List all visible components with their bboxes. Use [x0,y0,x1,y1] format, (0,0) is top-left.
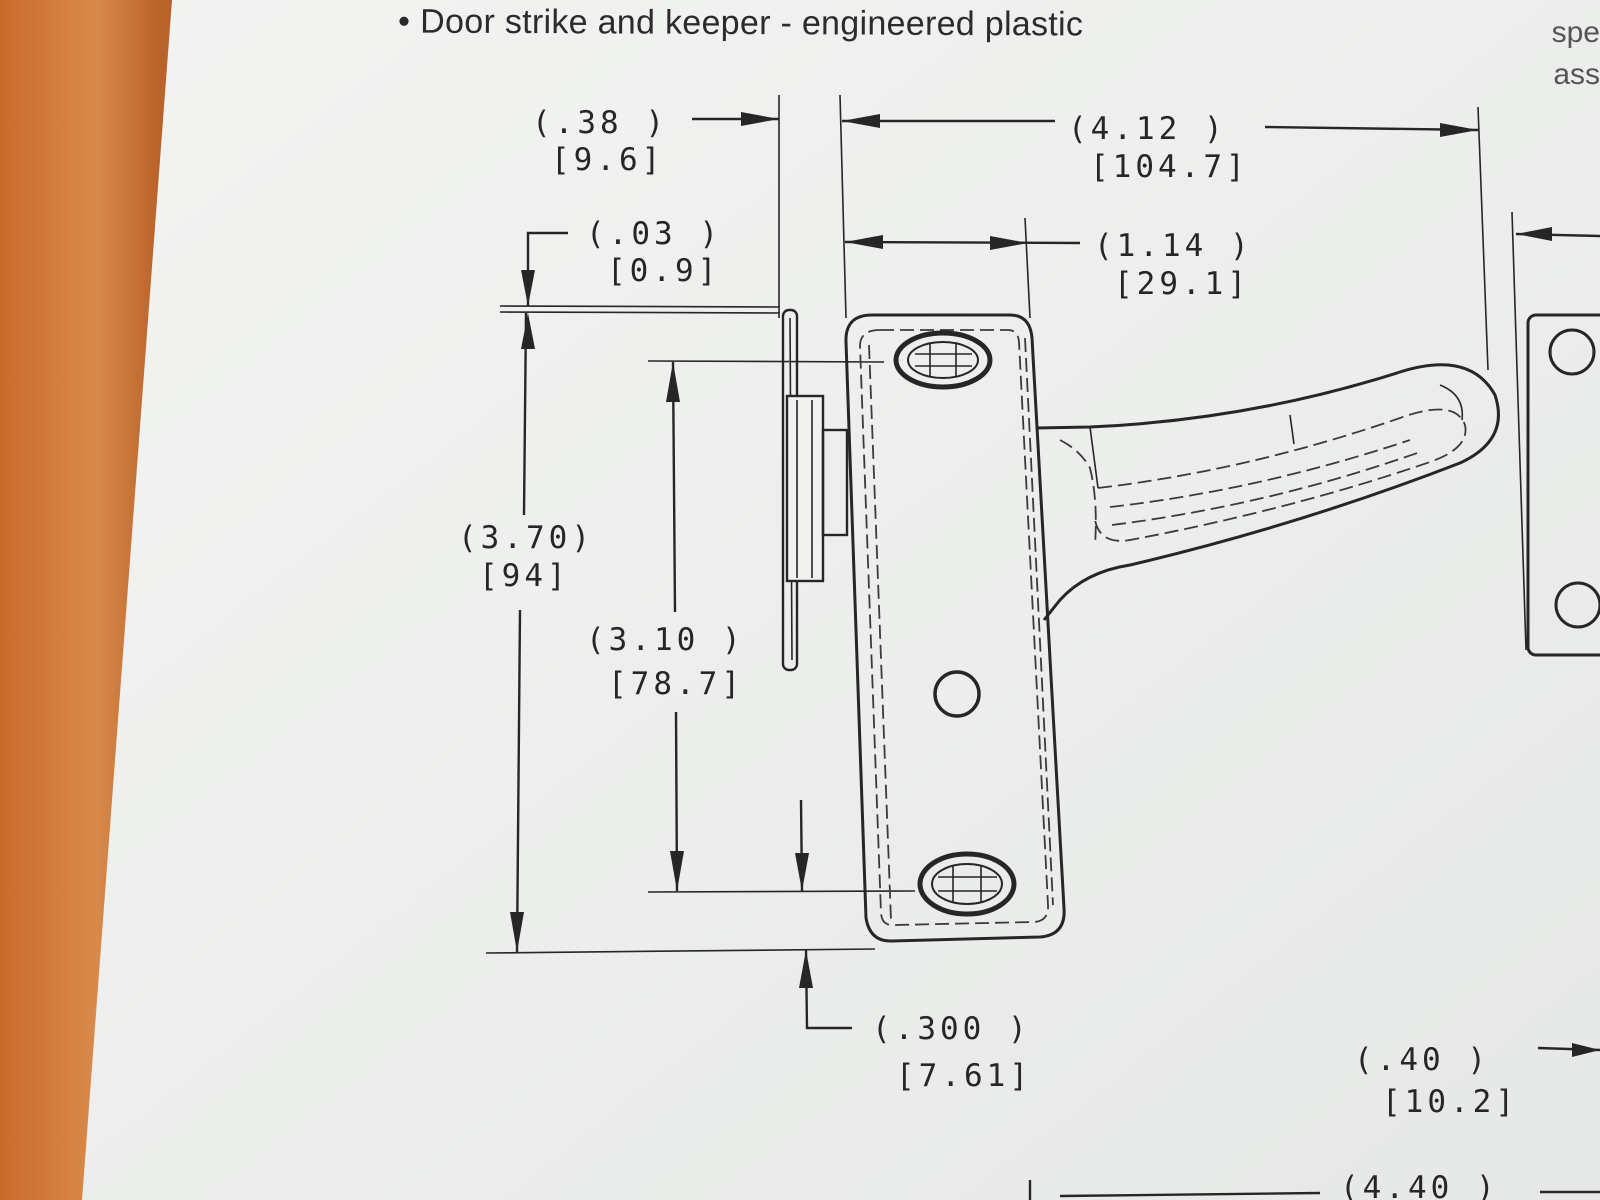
dim-412-in: (4.12 ) [1068,111,1227,147]
dim-arrow-310-upper [671,361,677,613]
dim-114-in: (1.14 ) [1094,228,1253,264]
upper-mounting-slot [893,330,993,390]
center-hole [933,670,981,718]
adjacent-drawing-partial [1511,211,1600,657]
ext-line-lower-slot [647,890,916,893]
dim-arrow-003 [526,231,568,306]
dim-040-in: (.40 ) [1354,1042,1490,1078]
dim-300-in: (.300 ) [872,1011,1031,1047]
dim-038-mm: [9.6] [551,142,664,178]
ext-line-top-2 [499,311,781,314]
ext-line-bottom [485,948,876,954]
dim-arrow-300-bottom [804,949,852,1030]
ext-line-upper-slot [647,360,885,363]
dim-arrow-440 [1059,1191,1321,1198]
strike-pin [781,308,849,672]
lower-mounting-slot [917,851,1017,917]
dim-038-in: (.38 ) [532,105,668,141]
dim-310-mm: [78.7] [608,666,744,702]
dim-310-in: (3.10 ) [586,622,745,658]
dim-003-mm: [0.9] [607,253,720,289]
dim-440-in: (4.40 ) [1340,1170,1499,1200]
dim-arrow-114 [844,240,1081,245]
dim-300-mm: [7.61] [896,1058,1032,1094]
dim-040-mm: [10.2] [1382,1084,1518,1120]
dim-114-mm: [29.1] [1114,266,1250,302]
dim-370-in: (3.70) [458,520,594,556]
ext-line-plate-left [839,94,847,319]
dim-412-mm: [104.7] [1090,149,1249,185]
dim-arrow-370-lower [515,609,522,953]
dim-003-in: (.03 ) [586,216,722,252]
keeper-plate [844,313,1066,943]
ext-line-handle-tip [1477,106,1489,371]
dim-370-mm: [94] [479,558,570,594]
cropped-text-1: spe [1551,16,1600,49]
ext-line-plate-right [1024,217,1031,319]
cropped-text-2: ass [1553,58,1600,91]
keeper-handle [1035,363,1500,621]
dim-arrow-370-upper [522,312,528,516]
ext-line-top-1 [499,305,781,308]
